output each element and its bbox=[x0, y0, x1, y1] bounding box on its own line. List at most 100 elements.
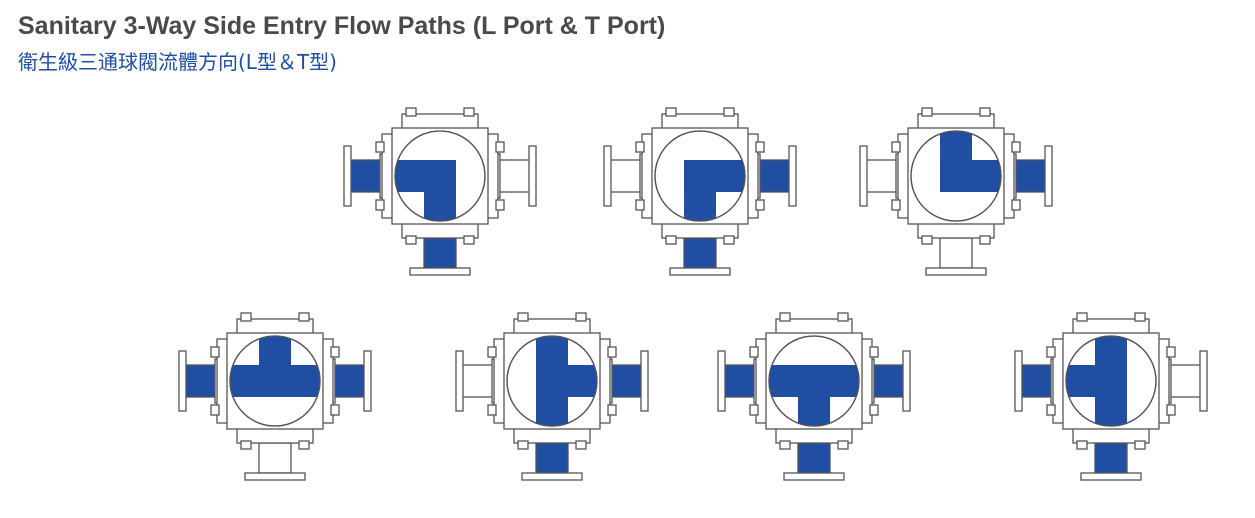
port-left-flange bbox=[603, 145, 612, 207]
port-right-flange bbox=[640, 350, 649, 412]
port-right-flange bbox=[1044, 145, 1053, 207]
port-bottom-pipe bbox=[423, 237, 457, 269]
port-bottom-flange bbox=[409, 267, 471, 276]
port-left-flange bbox=[343, 145, 352, 207]
bolt bbox=[755, 199, 765, 211]
port-left-flange bbox=[717, 350, 726, 412]
port-right-flange bbox=[902, 350, 911, 412]
bolt bbox=[240, 312, 252, 322]
bolt bbox=[869, 346, 879, 358]
bolt bbox=[607, 346, 617, 358]
port-right-flange bbox=[528, 145, 537, 207]
bolt bbox=[1046, 346, 1056, 358]
bolt bbox=[298, 440, 310, 450]
bolt bbox=[487, 404, 497, 416]
port-bottom-flange bbox=[669, 267, 731, 276]
valve-6-T-port bbox=[717, 312, 911, 481]
flow-path bbox=[684, 160, 745, 221]
flow-path bbox=[395, 160, 456, 221]
bolt bbox=[1011, 199, 1021, 211]
bolt bbox=[1076, 440, 1088, 450]
bolt bbox=[749, 346, 759, 358]
valve-7-T-port bbox=[1014, 312, 1208, 481]
bolt bbox=[891, 199, 901, 211]
port-left-flange bbox=[178, 350, 187, 412]
port-bottom-pipe bbox=[797, 442, 831, 474]
bolt bbox=[495, 199, 505, 211]
bolt bbox=[1166, 346, 1176, 358]
bolt bbox=[1134, 440, 1146, 450]
bolt bbox=[837, 312, 849, 322]
bolt bbox=[869, 404, 879, 416]
port-bottom-pipe bbox=[683, 237, 717, 269]
port-bottom-flange bbox=[925, 267, 987, 276]
port-bottom-pipe bbox=[258, 442, 292, 474]
flow-path bbox=[1066, 336, 1127, 426]
bolt bbox=[921, 235, 933, 245]
page-title: Sanitary 3-Way Side Entry Flow Paths (L … bbox=[18, 12, 666, 40]
bolt bbox=[517, 440, 529, 450]
page-subtitle: 衛生級三通球閥流體方向(L型＆T型) bbox=[18, 50, 337, 74]
bolt bbox=[330, 346, 340, 358]
bolt bbox=[1166, 404, 1176, 416]
bolt bbox=[463, 107, 475, 117]
port-bottom-pipe bbox=[535, 442, 569, 474]
bolt bbox=[298, 312, 310, 322]
bolt bbox=[635, 141, 645, 153]
bolt bbox=[723, 107, 735, 117]
bolt bbox=[463, 235, 475, 245]
bolt bbox=[405, 107, 417, 117]
bolt bbox=[1011, 141, 1021, 153]
bolt bbox=[1134, 312, 1146, 322]
flow-path bbox=[769, 365, 859, 426]
bolt bbox=[375, 199, 385, 211]
valve-5-T-port bbox=[455, 312, 649, 481]
port-bottom-flange bbox=[1080, 472, 1142, 481]
port-left-flange bbox=[455, 350, 464, 412]
bolt bbox=[723, 235, 735, 245]
bolt bbox=[665, 235, 677, 245]
bolt bbox=[575, 440, 587, 450]
bolt bbox=[665, 107, 677, 117]
port-right-flange bbox=[788, 145, 797, 207]
port-bottom-pipe bbox=[1094, 442, 1128, 474]
bolt bbox=[635, 199, 645, 211]
bolt bbox=[779, 440, 791, 450]
port-right-flange bbox=[1199, 350, 1208, 412]
bolt bbox=[210, 346, 220, 358]
bolt bbox=[495, 141, 505, 153]
bolt bbox=[979, 107, 991, 117]
port-bottom-pipe bbox=[939, 237, 973, 269]
bolt bbox=[240, 440, 252, 450]
bolt bbox=[1046, 404, 1056, 416]
port-left-flange bbox=[1014, 350, 1023, 412]
bolt bbox=[921, 107, 933, 117]
bolt bbox=[517, 312, 529, 322]
valve-3-L-port bbox=[859, 107, 1053, 276]
valve-2-L-port bbox=[603, 107, 797, 276]
valve-4-T-port bbox=[178, 312, 372, 481]
flow-path bbox=[940, 131, 1001, 192]
bolt bbox=[979, 235, 991, 245]
flow-path bbox=[536, 336, 597, 426]
valve-1-L-port bbox=[343, 107, 537, 276]
port-bottom-flange bbox=[521, 472, 583, 481]
bolt bbox=[487, 346, 497, 358]
bolt bbox=[1076, 312, 1088, 322]
port-bottom-flange bbox=[783, 472, 845, 481]
bolt bbox=[607, 404, 617, 416]
bolt bbox=[405, 235, 417, 245]
bolt bbox=[375, 141, 385, 153]
port-left-flange bbox=[859, 145, 868, 207]
flow-path bbox=[230, 336, 320, 397]
bolt bbox=[837, 440, 849, 450]
bolt bbox=[575, 312, 587, 322]
bolt bbox=[779, 312, 791, 322]
bolt bbox=[891, 141, 901, 153]
bolt bbox=[749, 404, 759, 416]
port-bottom-flange bbox=[244, 472, 306, 481]
bolt bbox=[755, 141, 765, 153]
bolt bbox=[330, 404, 340, 416]
port-right-flange bbox=[363, 350, 372, 412]
